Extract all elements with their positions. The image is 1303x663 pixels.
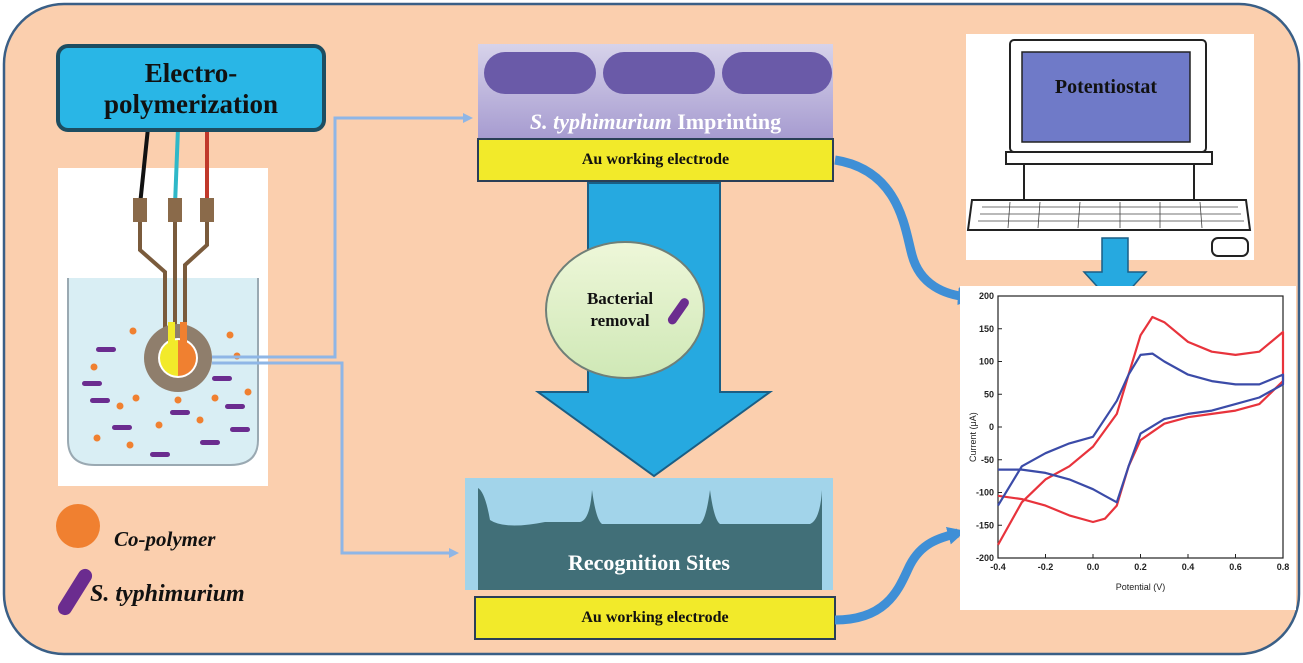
connector-middle bbox=[168, 198, 182, 222]
computer-base-top bbox=[1005, 151, 1213, 165]
y-tick-label: -100 bbox=[976, 488, 994, 498]
removal-label-line2: removal bbox=[590, 311, 650, 330]
cv-curve-2 bbox=[997, 352, 1285, 507]
legend-copolymer-swatch bbox=[56, 504, 100, 548]
wire-cyan bbox=[173, 127, 180, 206]
electrode-top-box bbox=[477, 138, 834, 182]
x-tick-label: 0.8 bbox=[1277, 562, 1290, 572]
bacterial-removal-ellipse bbox=[545, 241, 705, 379]
imprinting-word: Imprinting bbox=[677, 109, 782, 134]
x-tick-label: 0.2 bbox=[1134, 562, 1147, 572]
y-tick-label: 100 bbox=[979, 357, 994, 367]
connector-left bbox=[133, 198, 147, 222]
removal-bacterium-icon bbox=[667, 298, 689, 325]
electrode-stem-left bbox=[168, 322, 175, 352]
removal-label-line1: Bacterial bbox=[586, 289, 654, 308]
y-tick-label: 0 bbox=[989, 422, 994, 432]
y-tick-label: 200 bbox=[979, 291, 994, 301]
x-tick-label: -0.4 bbox=[990, 562, 1006, 572]
keyboard-keys bbox=[978, 201, 1244, 229]
wire-black bbox=[138, 127, 150, 206]
imprinting-label: S. typhimurium Imprinting bbox=[478, 109, 833, 135]
keyboard bbox=[966, 199, 1252, 231]
mouse bbox=[1211, 237, 1249, 257]
electrode-stem-right bbox=[180, 322, 187, 352]
imprinting-species: S. typhimurium bbox=[529, 109, 672, 134]
cv-curve-1 bbox=[997, 315, 1285, 546]
electropolymerization-title-line2: polymerization bbox=[104, 89, 278, 119]
chart-xlabel: Potential (V) bbox=[1115, 582, 1166, 592]
arrow-to-imprinting bbox=[212, 113, 473, 359]
y-tick-label: -200 bbox=[976, 553, 994, 563]
y-tick-label: -150 bbox=[976, 520, 994, 530]
recognition-label: Recognition Sites bbox=[568, 550, 730, 575]
connector-right bbox=[200, 198, 214, 222]
legend-bacteria-label: S. typhimurium bbox=[90, 581, 245, 607]
electrode-top-label: Au working electrode bbox=[581, 151, 730, 168]
x-tick-label: -0.2 bbox=[1038, 562, 1054, 572]
potentiostat-label: Potentiostat bbox=[1054, 76, 1158, 98]
imprinted-bacteria bbox=[484, 52, 832, 94]
x-tick-label: 0.4 bbox=[1182, 562, 1195, 572]
recognition-surface bbox=[478, 488, 822, 590]
arrow-to-recognition bbox=[212, 361, 459, 558]
monitor-screen bbox=[1021, 51, 1191, 143]
legend-copolymer-label: Co-polymer bbox=[114, 527, 216, 551]
y-tick-label: 150 bbox=[979, 324, 994, 334]
electropolymerization-title-line1: Electro- bbox=[144, 58, 238, 88]
curved-arrow-bottom bbox=[834, 527, 966, 625]
chart-panel bbox=[960, 286, 1296, 610]
x-tick-label: 0.0 bbox=[1087, 562, 1100, 572]
electrode-bottom-label: Au working electrode bbox=[581, 609, 729, 626]
chart-ticks: -0.4 -0.2 0.0 0.2 0.4 0.6 0.8 200 150 100 50 0 -50 -1… bbox=[976, 291, 1289, 572]
chart-lines bbox=[997, 315, 1285, 546]
curved-arrow-top bbox=[834, 155, 976, 306]
chart-ylabel: Current (μA) bbox=[968, 412, 978, 462]
electrode-legs bbox=[138, 222, 209, 330]
electropolymerization-box bbox=[56, 44, 326, 132]
x-tick-label: 0.6 bbox=[1229, 562, 1242, 572]
computer-case bbox=[1023, 163, 1195, 201]
electrode-bottom-box bbox=[474, 596, 836, 640]
y-tick-label: -50 bbox=[981, 455, 994, 465]
y-tick-label: 50 bbox=[984, 389, 994, 399]
